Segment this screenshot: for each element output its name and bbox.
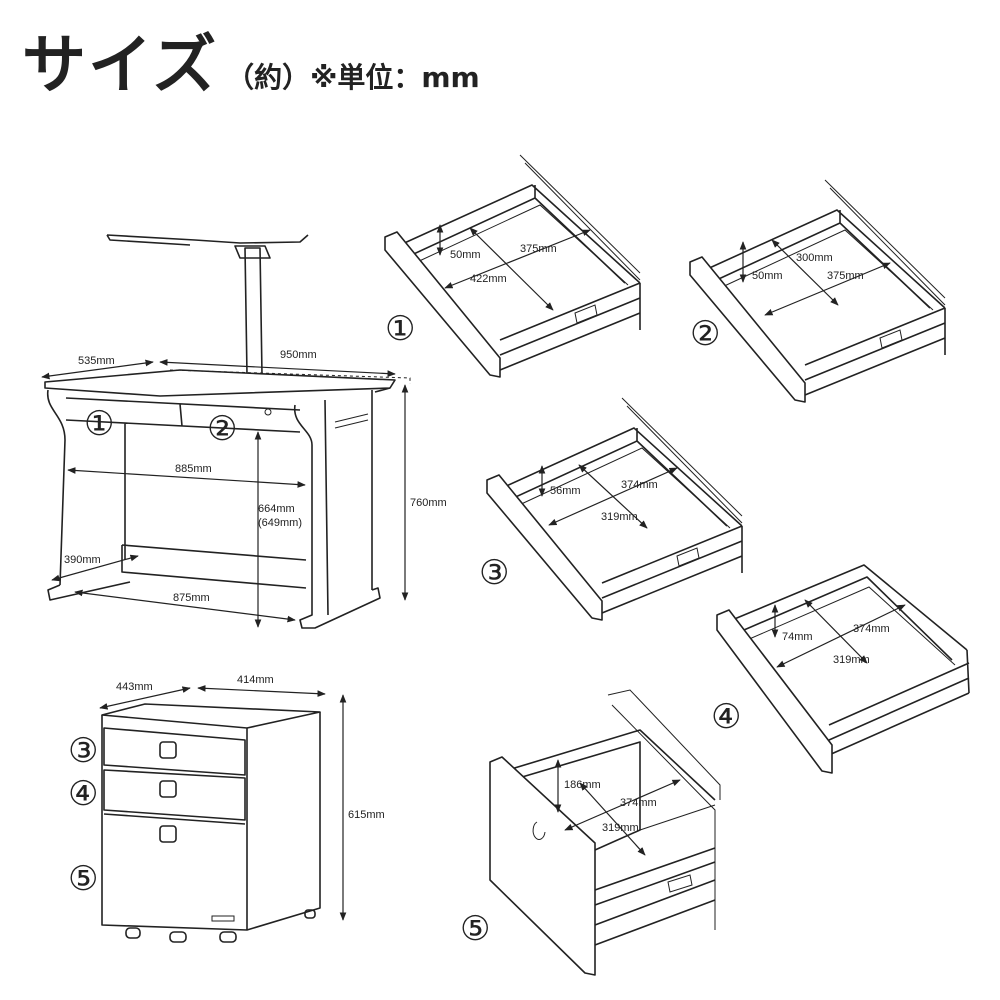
drawer-5-width: 374mm xyxy=(620,797,657,809)
cabinet-drawing: 443mm 414mm 615mm ③ ④ ⑤ xyxy=(68,674,385,943)
drawer-3-detail: 56mm 374mm 319mm ③ xyxy=(479,397,743,621)
drawer-2-depth: 300mm xyxy=(796,252,833,264)
drawer-3-marker: ③ xyxy=(479,553,509,593)
drawer-1-height: 50mm xyxy=(450,249,481,261)
drawer-5-marker: ⑤ xyxy=(460,909,490,949)
cabinet-drawer-3-marker: ③ xyxy=(68,731,98,771)
drawer-4-detail: 74mm 374mm 319mm ④ xyxy=(711,564,970,774)
drawer-1-width: 375mm xyxy=(520,243,557,255)
cabinet-drawer-4-marker: ④ xyxy=(68,774,98,814)
drawer-5-depth: 319mm xyxy=(602,822,639,834)
desk-knee-height-alt-label: (649mm) xyxy=(258,517,302,529)
drawer-4-depth: 319mm xyxy=(833,654,870,666)
desk-drawer-2-marker: ② xyxy=(207,409,237,449)
title-unit-note: （約）※単位：mm xyxy=(226,61,480,94)
desk-drawing: 535mm 950mm 885mm 664mm (649mm) 760mm 39… xyxy=(41,234,447,629)
cabinet-drawer-5-marker: ⑤ xyxy=(68,859,98,899)
drawer-1-marker: ① xyxy=(385,309,415,349)
desk-depth-label: 535mm xyxy=(78,355,115,367)
drawer-3-width: 374mm xyxy=(621,479,658,491)
drawer-1-detail: 50mm 375mm 422mm ① xyxy=(384,154,641,378)
drawer-4-height: 74mm xyxy=(782,631,813,643)
cabinet-width-label: 414mm xyxy=(237,674,274,686)
title-size: サイズ xyxy=(22,29,219,103)
drawer-3-height: 56mm xyxy=(550,485,581,497)
drawer-2-marker: ② xyxy=(690,314,720,354)
desk-width-label: 950mm xyxy=(280,349,317,361)
drawer-2-height: 50mm xyxy=(752,270,783,282)
drawer-3-depth: 319mm xyxy=(601,511,638,523)
desk-height-label: 760mm xyxy=(410,497,447,509)
page-title: サイズ （約）※単位：mm xyxy=(22,14,480,106)
cabinet-depth-label: 443mm xyxy=(116,681,153,693)
desk-drawer-1-marker: ① xyxy=(84,404,114,444)
drawer-5-height: 186mm xyxy=(564,779,601,791)
cabinet-height-label: 615mm xyxy=(348,809,385,821)
drawer-2-width: 375mm xyxy=(827,270,864,282)
desk-inner-width-label: 885mm xyxy=(175,463,212,475)
drawer-4-marker: ④ xyxy=(711,697,741,737)
drawer-4-width: 374mm xyxy=(853,623,890,635)
desk-floor-width-label: 875mm xyxy=(173,592,210,604)
desk-foot-depth-label: 390mm xyxy=(64,554,101,566)
drawer-2-detail: 50mm 300mm 375mm ② xyxy=(689,179,946,403)
desk-knee-height-label: 664mm xyxy=(258,503,295,515)
drawer-5-detail: 186mm 374mm 319mm ⑤ xyxy=(460,689,721,976)
drawer-1-depth: 422mm xyxy=(470,273,507,285)
